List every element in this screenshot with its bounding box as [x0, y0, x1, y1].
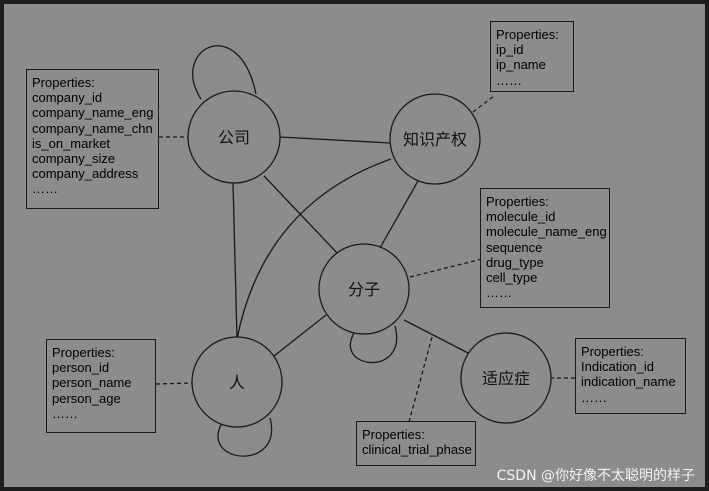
molecule-field-6: …… [486, 285, 512, 301]
edge-company-ip [279, 136, 391, 144]
connector-relation-props [408, 336, 433, 423]
company-field-7: …… [32, 181, 58, 197]
company-properties-box: Properties: company_id company_name_eng … [26, 69, 159, 209]
molecule-field-4: drug_type [486, 254, 544, 270]
ip-field-3: …… [496, 72, 522, 88]
self-loop-company [192, 45, 257, 100]
indication-field-3: …… [581, 389, 607, 405]
self-loop-person [217, 417, 273, 457]
ip-properties-header: Properties: [496, 27, 559, 42]
node-molecule [318, 243, 410, 335]
person-field-4: …… [52, 405, 78, 421]
relation-field-1: clinical_trial_phase [362, 442, 472, 458]
node-label-indication: 适应症 [482, 369, 530, 388]
edge-molecule-indication [403, 319, 471, 355]
person-properties-header: Properties: [52, 345, 115, 360]
connector-ip-props [472, 95, 495, 113]
node-indication [460, 332, 552, 424]
ip-field-1: ip_id [496, 42, 524, 58]
self-loop-molecule [349, 325, 398, 364]
person-field-1: person_id [52, 360, 110, 376]
person-properties-box: Properties: person_id person_name person… [46, 339, 156, 433]
graph-diagram: 公司 知识产权 分子 人 适应症 [155, 45, 578, 457]
edge-company-person [232, 182, 238, 340]
indication-properties-header: Properties: [581, 344, 644, 359]
ip-properties-box: Properties: ip_id ip_name …… [490, 21, 574, 92]
node-company [187, 90, 281, 184]
connector-person-props [155, 382, 193, 385]
node-person [191, 336, 283, 428]
watermark: CSDN @你好像不太聪明的样子 [496, 468, 695, 484]
molecule-field-1: molecule_id [486, 209, 556, 225]
molecule-properties-box: Properties: molecule_id molecule_name_en… [480, 188, 610, 308]
edge-ip-person [236, 158, 392, 340]
indication-field-1: Indication_id [581, 359, 654, 375]
edge-ip-molecule [379, 180, 419, 249]
relation-properties-box: Properties: clinical_trial_phase [356, 421, 476, 466]
company-field-5: company_size [32, 151, 116, 167]
company-properties-header: Properties: [32, 75, 95, 90]
person-field-3: person_age [52, 390, 121, 406]
node-label-company: 公司 [218, 128, 250, 147]
node-ip [389, 93, 481, 185]
edge-molecule-person [273, 314, 327, 357]
molecule-field-5: cell_type [486, 270, 538, 286]
node-label-molecule: 分子 [348, 280, 380, 299]
indication-field-2: indication_name [581, 374, 676, 390]
company-field-3: company_name_chn [32, 120, 153, 136]
diagram-canvas: 公司 知识产权 分子 人 适应症 Properties: company_id … [4, 4, 705, 487]
molecule-properties-header: Properties: [486, 194, 549, 209]
edge-company-molecule [263, 175, 341, 257]
indication-properties-box: Properties: Indication_id indication_nam… [575, 338, 686, 414]
node-label-person: 人 [229, 373, 245, 392]
person-field-2: person_name [52, 375, 132, 391]
ip-field-2: ip_name [496, 57, 546, 73]
connector-molecule-props [409, 258, 483, 278]
company-field-4: is_on_market [32, 135, 111, 151]
node-label-ip: 知识产权 [403, 130, 467, 149]
company-field-2: company_name_eng [32, 105, 154, 121]
company-field-6: company_address [32, 166, 139, 182]
molecule-field-3: sequence [486, 239, 543, 255]
molecule-field-2: molecule_name_eng [486, 224, 607, 240]
relation-properties-header: Properties: [362, 427, 425, 442]
company-field-1: company_id [32, 90, 103, 106]
